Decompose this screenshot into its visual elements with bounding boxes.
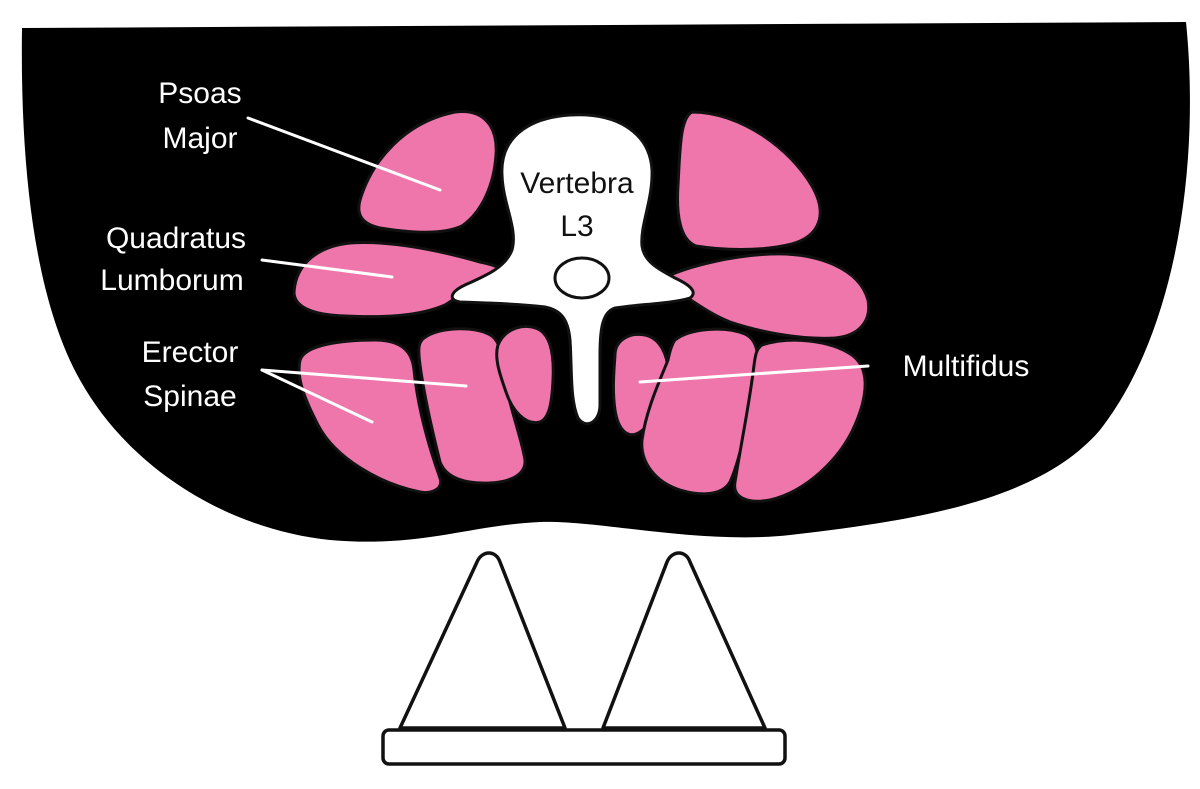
vertebral-foramen	[553, 256, 611, 300]
support-cushion-right	[601, 551, 767, 730]
erector-leader-line-1	[260, 368, 468, 388]
label-vertebra-line1: Vertebra	[520, 167, 634, 200]
label-quadratus-line2: Lumborum	[100, 264, 243, 297]
label-erector-line2: Spinae	[143, 380, 236, 413]
erector-leader-line-2	[260, 368, 374, 424]
label-quadratus-line1: Quadratus	[106, 222, 246, 255]
label-psoas-line1: Psoas	[158, 77, 241, 110]
erector-spinae-right-outer	[733, 338, 867, 503]
label-psoas-line2: Major	[162, 122, 237, 155]
support-cushion-left	[398, 551, 567, 730]
erector-spinae-right-middle	[640, 327, 759, 496]
psoas-leader-line	[246, 116, 442, 192]
psoas-major-left	[357, 110, 498, 234]
erector-spinae-left-outer	[297, 338, 443, 494]
quadratus-leader-line	[260, 258, 394, 279]
label-vertebra-line2: L3	[560, 210, 593, 243]
multifidus-leader-line	[638, 364, 870, 384]
psoas-major-right	[676, 110, 822, 251]
label-erector-line1: Erector	[142, 336, 239, 369]
label-multifidus: Multifidus	[903, 350, 1030, 383]
quadratus-lumborum-right	[666, 252, 871, 340]
multifidus-left	[495, 325, 555, 425]
support-base-board	[381, 728, 787, 766]
